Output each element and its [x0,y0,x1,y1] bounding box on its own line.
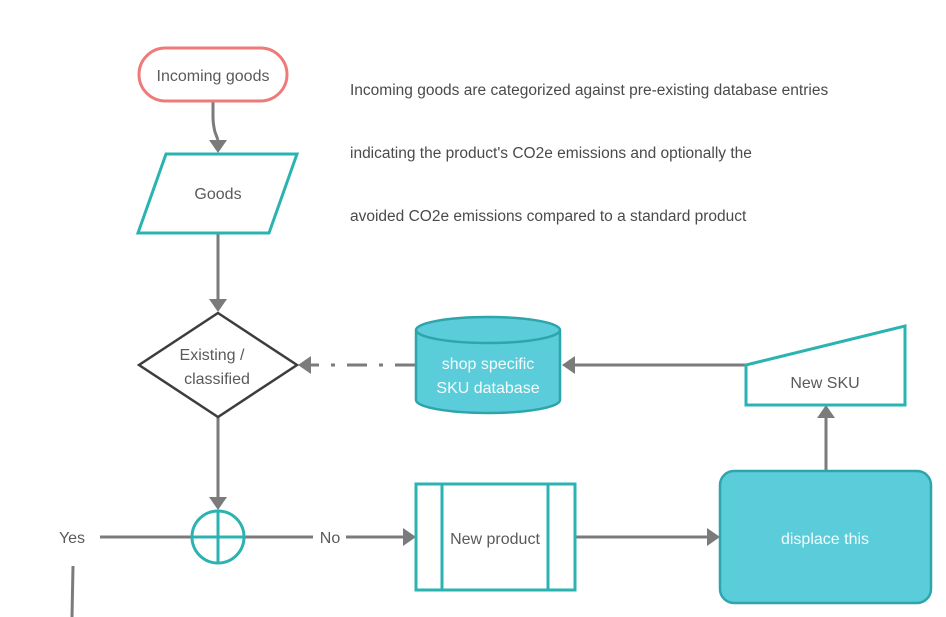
node-junction[interactable] [190,509,246,565]
node-displace-label: displace this [781,531,869,548]
node-new-sku[interactable]: New SKU [744,324,907,407]
node-database-label-line2: SKU database [436,380,539,397]
node-goods-label: Goods [194,186,241,203]
edge-junction-no-arrowhead [403,528,416,546]
edge-start-to-goods-arrowhead [209,140,227,153]
node-new-product-label: New product [450,531,540,548]
connectors [70,101,835,617]
node-incoming-goods[interactable]: Incoming goods [137,46,289,103]
node-new-sku-label: New SKU [790,375,859,392]
edge-label-yes: Yes [59,530,85,547]
annotation-line: avoided CO2e emissions compared to a sta… [350,208,747,225]
node-goods[interactable]: Goods [135,152,300,235]
edge-newproduct-to-displace-arrowhead [707,528,720,546]
edge-newsku-to-database-arrowhead [562,356,575,374]
node-decision-label-line2: classified [184,371,250,388]
annotation-line: Incoming goods are categorized against p… [350,82,829,99]
edge-start-to-goods[interactable] [211,101,220,141]
node-existing-classified[interactable]: Existing / classified [136,311,300,419]
node-database-label-line1: shop specific [442,356,535,373]
edge-database-to-decision-arrowhead [298,356,311,374]
node-new-product[interactable]: New product [414,482,577,592]
edge-goods-to-decision-arrowhead [209,299,227,312]
node-sku-database[interactable]: shop specific SKU database [414,315,562,415]
node-decision-label-line1: Existing / [180,347,245,364]
annotation-line: indicating the product's CO2e emissions … [350,145,752,162]
edge-displace-to-newsku-arrowhead [817,405,835,418]
annotation-note: Incoming goods are categorized against p… [350,38,828,248]
node-incoming-goods-label: Incoming goods [157,68,270,85]
edge-decision-to-junction-arrowhead [209,497,227,510]
node-displace-this[interactable]: displace this [718,469,933,605]
edge-yes-continuation[interactable] [70,565,75,617]
edge-label-no: No [320,530,341,547]
